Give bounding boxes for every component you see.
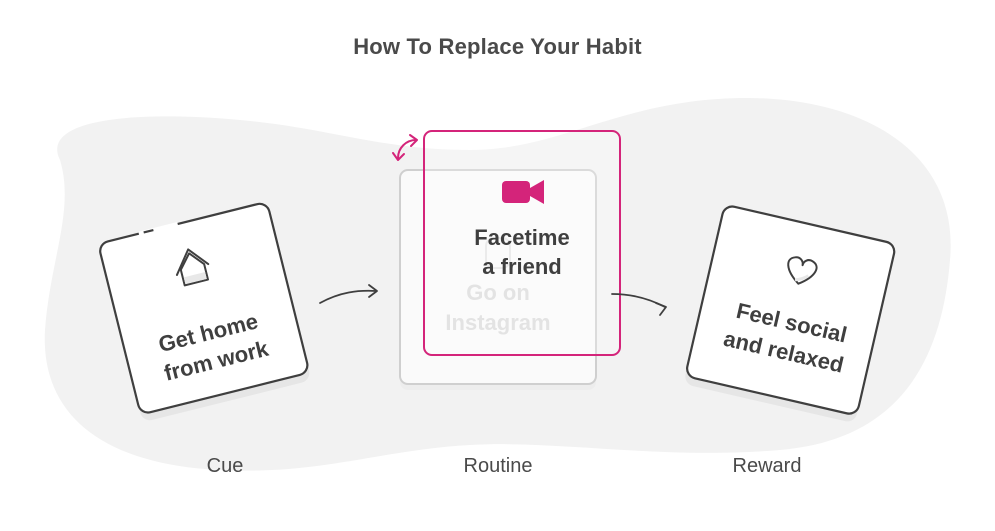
reward-card (685, 205, 896, 422)
routine-new-card (423, 130, 621, 356)
swap-arrows-icon (392, 134, 418, 161)
phone-icon (485, 237, 511, 269)
reward-caption: Reward (732, 455, 802, 477)
routine-caption: Routine (463, 455, 533, 477)
cue-caption: Cue (206, 455, 244, 477)
video-camera-icon (502, 180, 544, 204)
diagram-title: How To Replace Your Habit (353, 34, 642, 59)
routine-old-line-1: Go on (466, 280, 530, 305)
routine-new-line-2: a friend (482, 254, 561, 279)
routine-new-line-1: Facetime (474, 225, 569, 250)
heart-icon (787, 256, 818, 285)
routine-old-line-2: Instagram (445, 310, 550, 335)
routine-old-card (399, 169, 597, 390)
arrow-routine-to-reward (611, 293, 667, 316)
house-icon (175, 248, 210, 287)
arrow-cue-to-routine (319, 284, 378, 304)
cue-card (99, 202, 310, 421)
